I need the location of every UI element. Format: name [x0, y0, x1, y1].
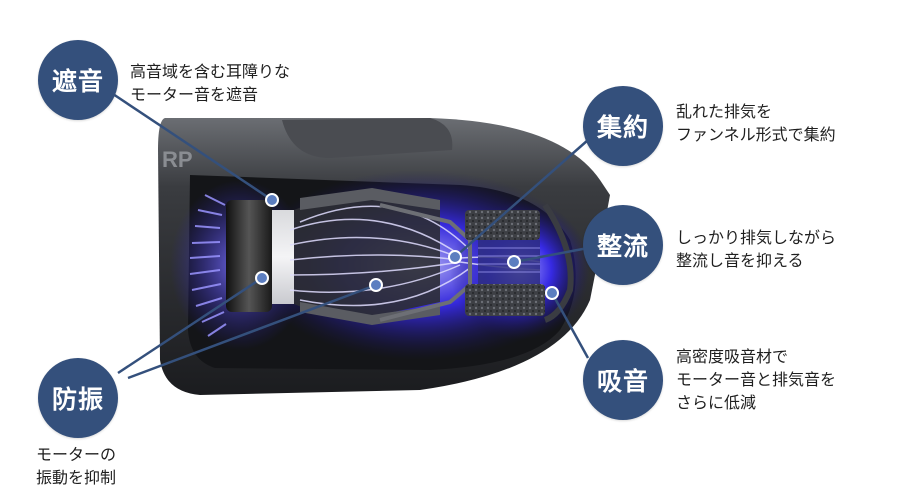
desc-line: 高密度吸音材で	[676, 345, 836, 368]
desc-line: 整流し音を抑える	[676, 249, 836, 272]
desc-line: モーター音と排気音を	[676, 368, 836, 391]
desc-boshin: モーターの 振動を抑制	[36, 443, 116, 489]
desc-line: モーターの	[36, 443, 116, 466]
desc-line: 高音域を含む耳障りな	[130, 60, 290, 83]
badge-seiryu: 整流	[583, 205, 663, 285]
badge-boshin: 防振	[38, 358, 118, 438]
desc-line: さらに低減	[676, 391, 836, 414]
desc-line: 乱れた排気を	[676, 100, 836, 123]
device-mark: RP	[162, 147, 193, 172]
desc-seiryu: しっかり排気しながら 整流し音を抑える	[676, 226, 836, 272]
desc-line: しっかり排気しながら	[676, 226, 836, 249]
desc-shaon: 高音域を含む耳障りな モーター音を遮音	[130, 60, 290, 106]
desc-line: モーター音を遮音	[130, 83, 290, 106]
desc-line: 振動を抑制	[36, 466, 116, 489]
desc-shuyaku: 乱れた排気を ファンネル形式で集約	[676, 100, 836, 146]
desc-line: ファンネル形式で集約	[676, 123, 836, 146]
badge-shuyaku: 集約	[583, 86, 663, 166]
badge-kyuon: 吸音	[583, 340, 663, 420]
desc-kyuon: 高密度吸音材で モーター音と排気音を さらに低減	[676, 345, 836, 414]
badge-shaon: 遮音	[38, 40, 118, 120]
